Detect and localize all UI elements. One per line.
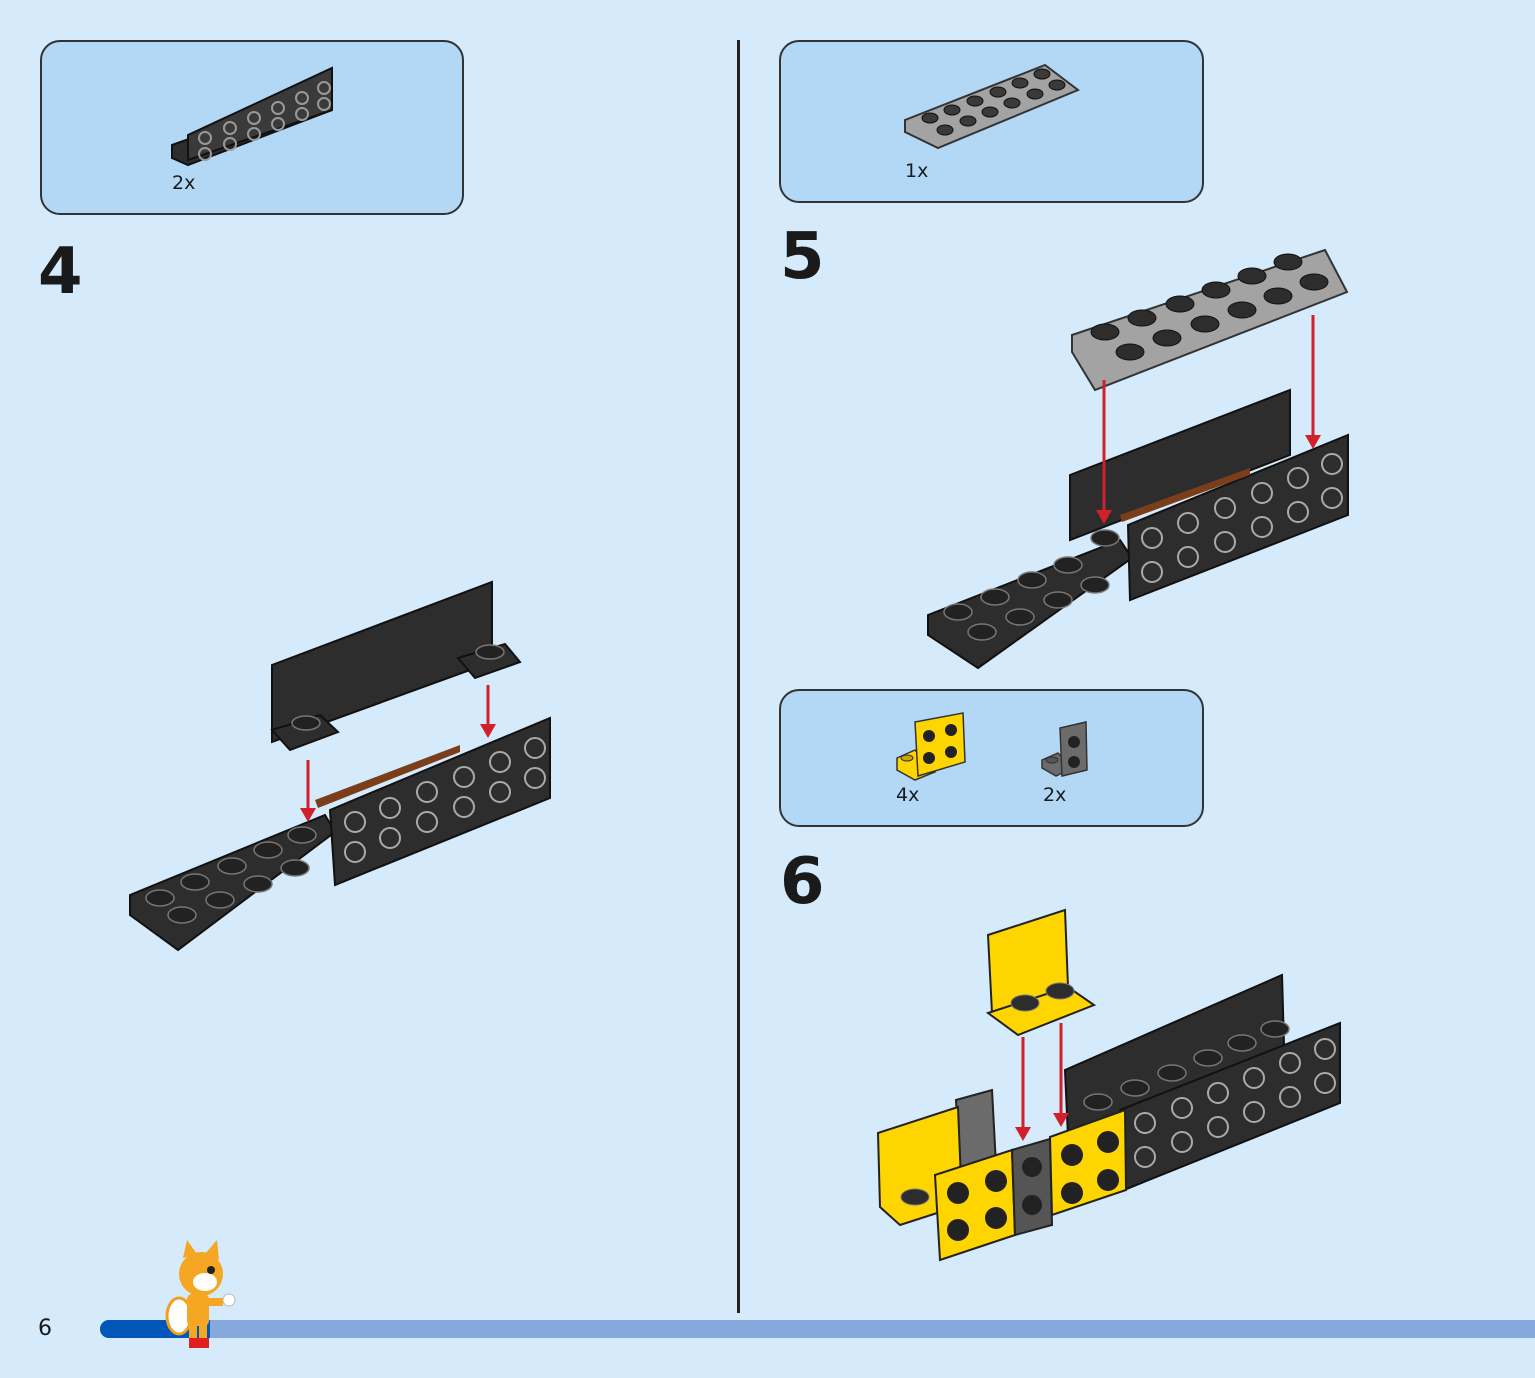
part-quantity: 2x: [1043, 784, 1067, 806]
gray-plate-part-icon: [904, 63, 1080, 150]
step-6-assembly-illustration: [876, 908, 1341, 1262]
fox-character-icon: [165, 1240, 236, 1348]
step-number: 4: [38, 235, 83, 309]
step-number: 5: [780, 220, 825, 294]
parts-callout-step-6: [779, 689, 1204, 827]
page-divider: [737, 40, 740, 1313]
black-bracket-part-icon: [171, 66, 333, 167]
step-number: 6: [780, 845, 825, 919]
yellow-bracket-part-icon: [896, 712, 966, 781]
step-4-assembly-illustration: [129, 580, 551, 952]
progress-bar-track: [100, 1320, 1535, 1338]
page-number: 6: [38, 1316, 52, 1341]
part-quantity: 2x: [172, 172, 196, 194]
dark-gray-bracket-part-icon: [1041, 721, 1088, 777]
part-quantity: 4x: [896, 784, 920, 806]
part-quantity: 1x: [905, 160, 929, 182]
step-5-assembly-illustration: [927, 248, 1349, 670]
